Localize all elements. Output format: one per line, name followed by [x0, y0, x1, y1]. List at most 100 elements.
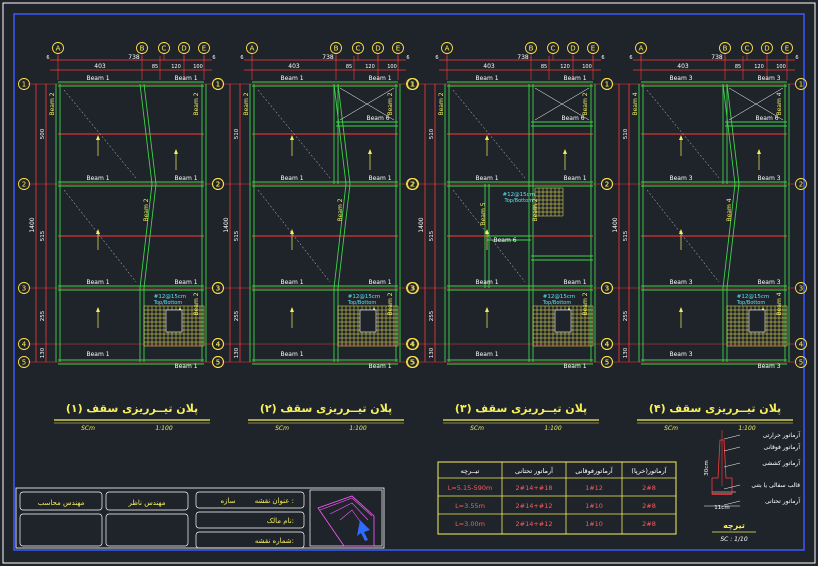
plan-title-text: پلان تیــرریزی سقف (۲)	[260, 402, 392, 415]
row-label-2: 2	[216, 181, 220, 189]
beam-label-bottom-right: Beam 1	[563, 363, 586, 370]
axis-label-B: B	[140, 45, 145, 53]
axis-label-C: C	[745, 45, 750, 53]
dim-total: 738	[322, 54, 334, 61]
axis-label-D: D	[764, 45, 769, 53]
beam-label-bottom: Beam 3	[669, 351, 692, 358]
rebar-note-sub: Top/Bottom	[736, 300, 766, 306]
beam-label-mid: Beam 1	[475, 175, 498, 182]
row-bubble-1	[18, 78, 30, 90]
dim-left-total: 1400	[29, 217, 36, 232]
dim-left-seg-4: 130	[234, 347, 240, 358]
axis-label-C: C	[551, 45, 556, 53]
row-label-1: 1	[411, 81, 415, 89]
row-label-5: 5	[605, 359, 609, 367]
axis-bubble-D	[567, 42, 579, 54]
row-bubble-5	[407, 356, 419, 368]
table-cell-1-3: 1#12	[585, 484, 603, 492]
beams	[444, 81, 596, 365]
row-label-4: 4	[216, 341, 221, 349]
dim-left-seg-1: 510	[234, 128, 240, 139]
table-cell-1-2: 2#14+#18	[515, 484, 552, 492]
plan-scale-label: SCm	[470, 425, 484, 432]
row-label-3: 3	[605, 285, 609, 293]
axis-bubble-C	[158, 42, 170, 54]
row-label-4: 4	[411, 341, 416, 349]
plan-title-text: پلان تیــرریزی سقف (۱)	[66, 402, 198, 415]
beam-label-row3: Beam 1	[475, 279, 498, 286]
beam-label-vert-right: Beam 4	[776, 92, 783, 115]
row-bubble-4	[601, 338, 613, 350]
axis-bubble-A	[246, 42, 258, 54]
info-box-3	[195, 531, 305, 549]
row-bubble-2	[18, 178, 30, 190]
row-bubble-3	[212, 282, 224, 294]
company-logo	[309, 489, 383, 547]
plan-title: پلان تیــرریزی سقف (۳) SCm 1:100	[443, 402, 599, 432]
designer-box	[19, 491, 103, 511]
dim-left-seg-3: 255	[429, 310, 435, 321]
dim-left-seg-2: 515	[40, 230, 46, 241]
axis-label-E: E	[396, 45, 400, 53]
axis-bubble-D	[372, 42, 384, 54]
beam-label-vert-mid: Beam 2	[337, 198, 344, 221]
row-label-right-3: 3	[799, 285, 803, 293]
row-label-right-1: 1	[799, 81, 803, 89]
plan-scale: 1:100	[544, 425, 561, 432]
owner-label: نام مالک:	[267, 517, 294, 525]
beam-label-top-right: Beam 1	[368, 75, 391, 82]
beam-label-vert-left: Beam 2	[438, 92, 445, 115]
dim-seg-4: 100	[387, 64, 397, 70]
drawing-title-value: سازه	[220, 497, 235, 505]
detail-label-3: آرماتور کششی	[762, 458, 800, 467]
dim-seg-1: 403	[677, 63, 689, 70]
beam-label-box: Beam 6	[366, 115, 389, 122]
row-label-2: 2	[22, 181, 26, 189]
table-cell-2-3: 1#10	[585, 502, 603, 510]
dim-seg-2: 85	[346, 64, 352, 70]
table-cell-2-1: L=3.55m	[455, 502, 485, 510]
beam-label-mid: Beam 1	[280, 175, 303, 182]
detail-width-label: 11cm	[714, 505, 729, 511]
table-cell-3-2: 2#14+#12	[515, 520, 552, 528]
row-label-right-1: 1	[216, 81, 220, 89]
beam-label-bottom-right: Beam 1	[174, 363, 197, 370]
plan-scale: 1:100	[738, 425, 755, 432]
beam-label-mid-right: Beam 3	[757, 175, 780, 182]
axis-label-C: C	[356, 45, 361, 53]
plan-title-text: پلان تیــرریزی سقف (۳)	[455, 402, 587, 415]
dim-seg-3: 120	[365, 64, 375, 70]
dim-seg-4: 100	[776, 64, 786, 70]
row-label-right-5: 5	[410, 359, 414, 367]
beam-label-bottom: Beam 1	[86, 351, 109, 358]
axis-label-B: B	[529, 45, 534, 53]
axis-label-C: C	[162, 45, 167, 53]
axis-bubble-C	[547, 42, 559, 54]
axis-bubble-A	[635, 42, 647, 54]
row-bubble-5	[601, 356, 613, 368]
supervisor-box	[105, 491, 189, 511]
dim-seg-3: 120	[754, 64, 764, 70]
table-cell-2-4: 2#8	[642, 502, 656, 510]
axis-label-A: A	[56, 45, 61, 53]
dim-seg-4: 100	[582, 64, 592, 70]
beams	[638, 81, 790, 365]
beams	[55, 81, 207, 365]
dim-edge-left: 6	[46, 55, 49, 61]
detail-label-2: آرماتور فوقانی	[763, 442, 800, 451]
row-label-right-5: 5	[605, 359, 609, 367]
beams	[249, 81, 401, 365]
row-label-5: 5	[216, 359, 220, 367]
dim-left-seg-1: 510	[623, 128, 629, 139]
beam-label-mid: Beam 3	[669, 175, 692, 182]
dim-edge-left: 6	[629, 55, 632, 61]
axis-bubble-C	[352, 42, 364, 54]
